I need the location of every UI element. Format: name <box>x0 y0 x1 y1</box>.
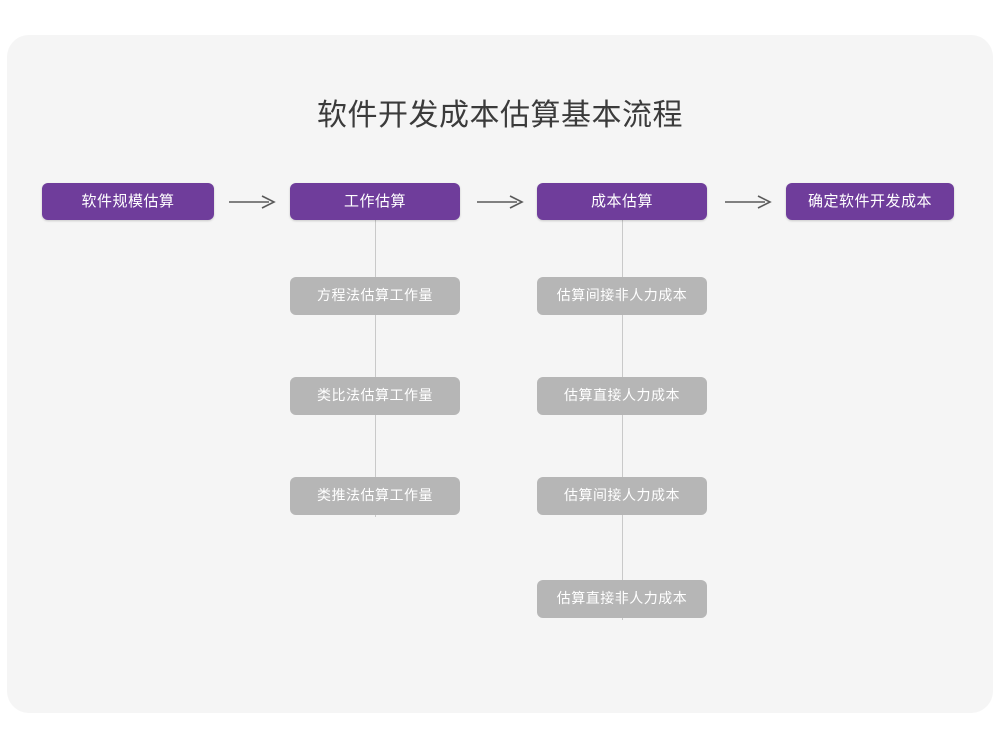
flow-subnode-step-3-sub-3[interactable]: 估算间接人力成本 <box>537 477 707 515</box>
flow-subnode-step-2-sub-3[interactable]: 类推法估算工作量 <box>290 477 460 515</box>
diagram-card <box>7 35 993 713</box>
flow-subnode-step-2-sub-2[interactable]: 类比法估算工作量 <box>290 377 460 415</box>
connector-line <box>375 220 376 517</box>
long-right-arrow-icon <box>476 190 524 214</box>
page-title: 软件开发成本估算基本流程 <box>317 98 683 133</box>
flow-node-step-2[interactable]: 工作估算 <box>290 183 460 220</box>
long-right-arrow-icon <box>228 190 276 214</box>
flow-subnode-step-3-sub-1[interactable]: 估算间接非人力成本 <box>537 277 707 315</box>
flow-subnode-step-2-sub-1[interactable]: 方程法估算工作量 <box>290 277 460 315</box>
long-right-arrow-icon <box>724 190 772 214</box>
flow-node-step-3[interactable]: 成本估算 <box>537 183 707 220</box>
connector-line <box>622 220 623 620</box>
flow-node-step-1[interactable]: 软件规模估算 <box>42 183 214 220</box>
flow-subnode-step-3-sub-4[interactable]: 估算直接非人力成本 <box>537 580 707 618</box>
flow-subnode-step-3-sub-2[interactable]: 估算直接人力成本 <box>537 377 707 415</box>
flow-node-step-4[interactable]: 确定软件开发成本 <box>786 183 954 220</box>
